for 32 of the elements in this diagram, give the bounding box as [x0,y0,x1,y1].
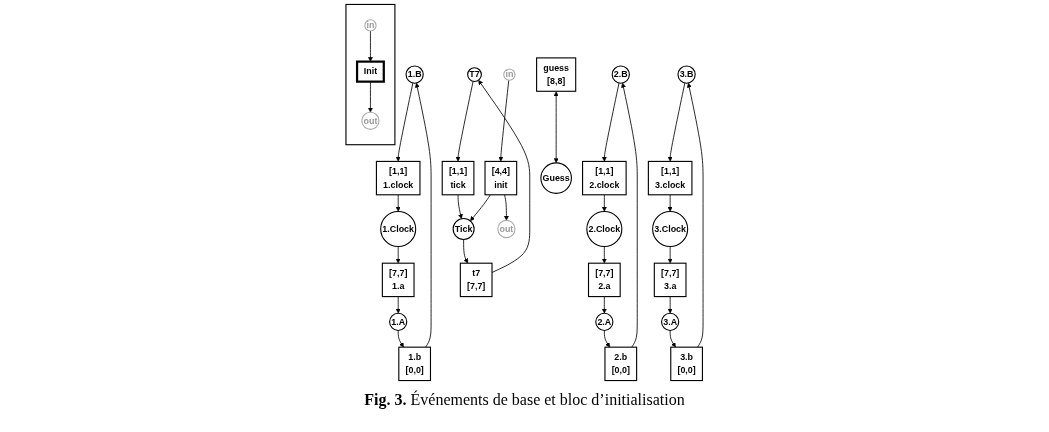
node-circle: Guess [540,162,572,194]
node-box: 1.b [0,0] [398,346,432,382]
node-circle: 3.A [661,312,680,332]
node-circle: 2.Clock [586,210,623,248]
node-circle: 2.B [611,65,630,84]
node-box: [7,7] 3.a [653,262,687,298]
node-circle: 3.Clock [652,210,689,248]
node-circle: 1.Clock [380,210,417,248]
node-box: [1,1] 1.clock [375,160,421,196]
node-box: [7,7] 1.a [381,262,415,298]
node-circle: out [497,219,516,239]
node-circle: Tick [452,217,475,241]
node-box: [1,1] tick [441,160,475,196]
node-circle: 1.B [405,65,424,84]
node-box: [1,1] 3.clock [647,160,693,196]
node-box: Init [355,60,385,83]
node-circle: in [503,68,516,81]
node-box: [4,4] init [484,160,518,196]
node-box: [1,1] 2.clock [582,160,627,196]
cluster [345,3,396,146]
node-box: 3.b [0,0] [670,346,703,382]
node-circle: in [364,19,377,32]
node-box: guess [8,8] [536,57,577,92]
node-box: t7 [7,7] [459,262,493,298]
node-circle: 2.A [595,312,614,332]
node-box: [7,7] 2.a [587,262,621,298]
node-circle: out [361,111,380,130]
node-circle: 1.A [389,312,408,332]
node-box: 2.b [0,0] [604,346,638,382]
node-circle: T7 [467,67,482,82]
node-circle: 3.B [677,65,696,84]
figure-caption: Fig. 3. Événements de base et bloc d’initialisation [363,391,686,409]
